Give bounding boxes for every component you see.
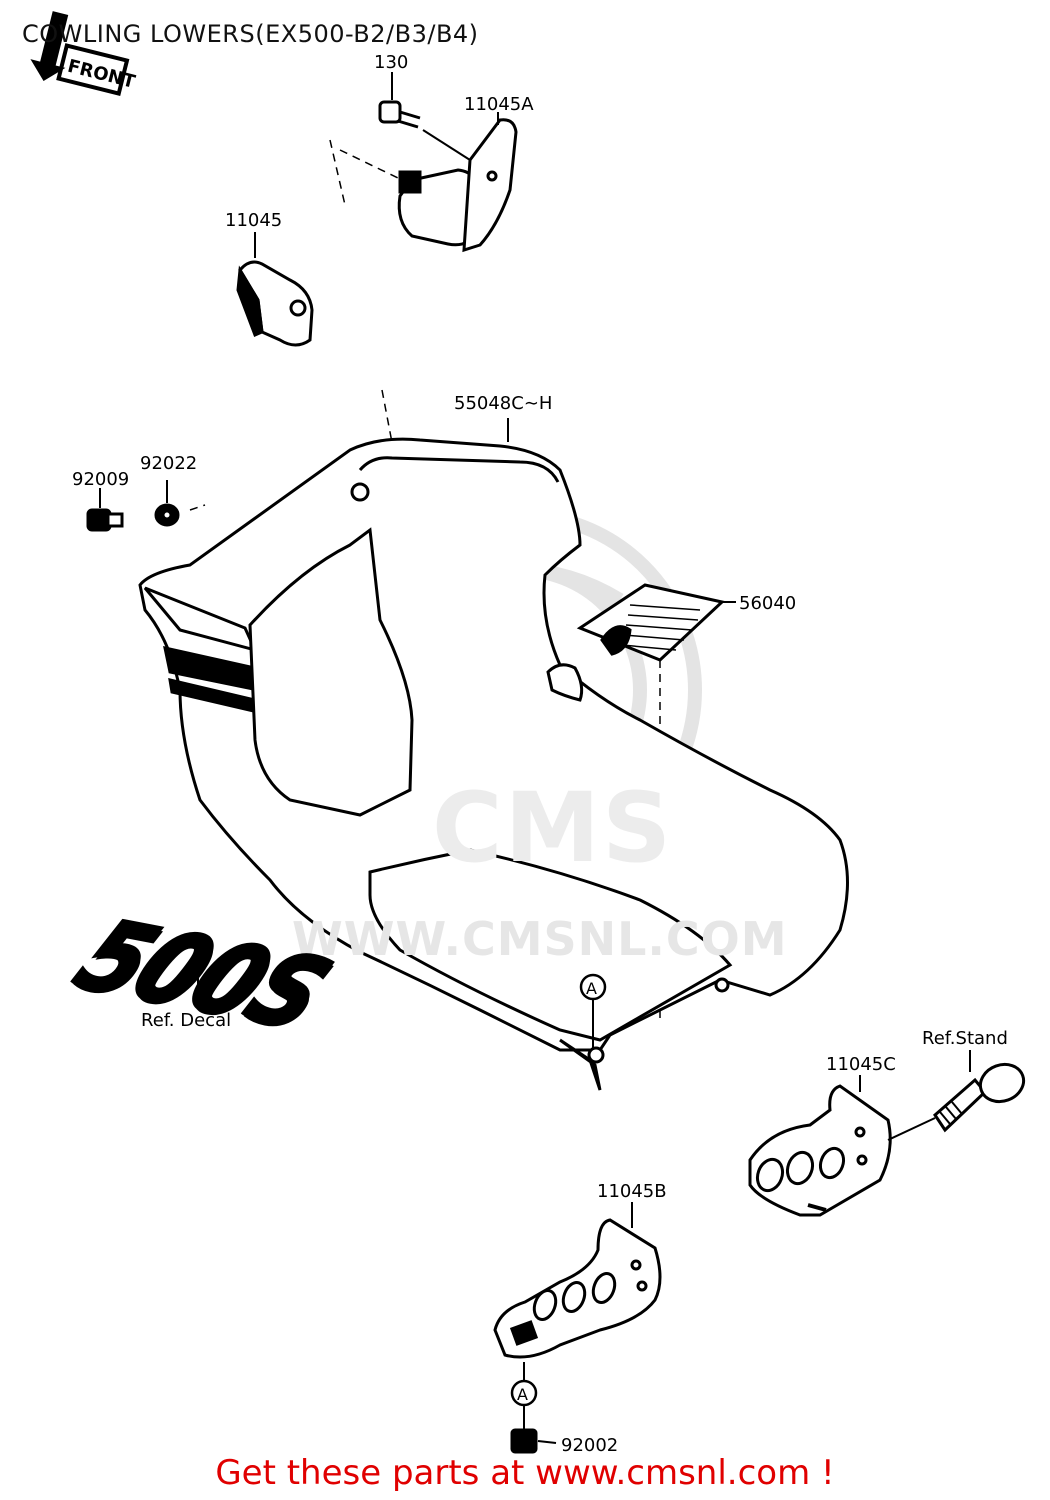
bracket-11045B — [493, 1202, 662, 1359]
lower-cowling — [138, 437, 849, 1091]
part-label-92002[interactable]: 92002 — [561, 1435, 619, 1456]
part-label-92022[interactable]: 92022 — [140, 453, 198, 474]
part-label-55048[interactable]: 55048C∼H — [454, 393, 553, 414]
ref-decal-label: Ref. Decal — [141, 1010, 232, 1031]
watermark-logo-text: CMS — [432, 772, 674, 884]
watermark-url: WWW.CMSNL.COM — [292, 912, 788, 966]
footer-link-text[interactable]: Get these parts at www.cmsnl.com ! — [0, 1453, 1050, 1493]
bracket-11045 — [236, 232, 314, 347]
front-marker: FRONT — [30, 11, 138, 96]
part-label-11045A[interactable]: 11045A — [464, 94, 534, 115]
bolt-130 — [378, 72, 421, 129]
part-label-11045B[interactable]: 11045B — [597, 1181, 667, 1202]
marker-a-upper: A — [579, 973, 607, 1050]
bolt-92002 — [510, 1428, 557, 1454]
ref-stand-label: Ref.Stand — [922, 1028, 1008, 1049]
marker-a-lower: A — [510, 1362, 538, 1430]
part-label-56040[interactable]: 56040 — [739, 593, 797, 614]
footer-link[interactable]: Get these parts at www.cmsnl.com ! — [215, 1453, 835, 1493]
leader-11045A — [422, 129, 471, 161]
svg-text:A: A — [586, 979, 597, 998]
screw-92009 — [86, 488, 124, 532]
part-label-130[interactable]: 130 — [374, 52, 409, 73]
bracket-11045A — [397, 112, 518, 253]
bracket-11045C — [748, 1075, 892, 1217]
nut-92022 — [154, 480, 180, 527]
svg-text:A: A — [517, 1385, 528, 1404]
part-label-11045[interactable]: 11045 — [225, 210, 283, 231]
stand-bolt — [887, 1050, 1026, 1141]
diagram-title: COWLING LOWERS(EX500-B2/B3/B4) — [22, 20, 479, 48]
part-label-11045C[interactable]: 11045C — [826, 1054, 896, 1075]
part-label-92009[interactable]: 92009 — [72, 469, 130, 490]
label-plate-56040 — [576, 583, 736, 662]
